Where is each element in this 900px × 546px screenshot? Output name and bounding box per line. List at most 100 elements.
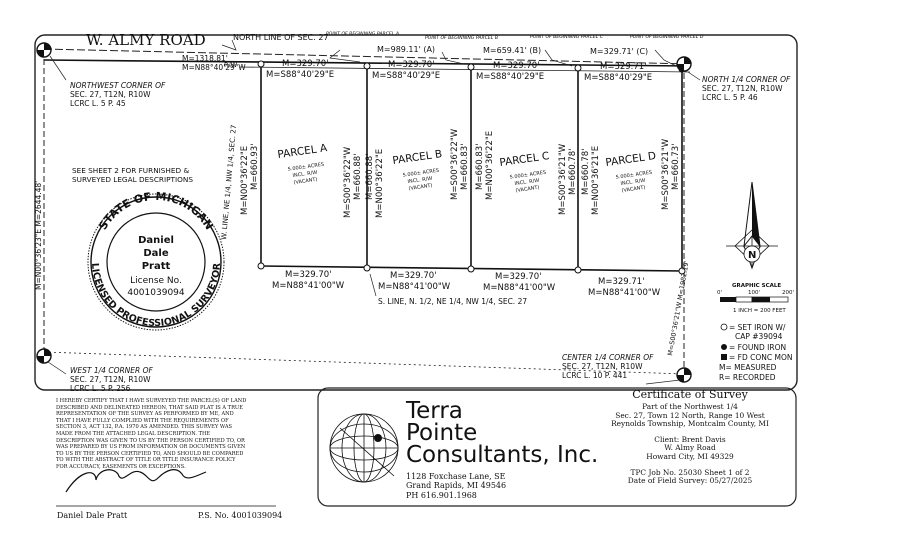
- pob-b: POINT OF BEGINNING PARCEL B: [425, 35, 498, 41]
- company-address-1: 1128 Foxchase Lane, SE: [406, 472, 506, 481]
- cos-line-3: Reynolds Township, Montcalm County, MI: [611, 419, 769, 429]
- w14-corner-label: WEST 1/4 CORNER OF SEC. 27, T12N, R10W L…: [70, 366, 154, 393]
- svg-text:LCRC L. 5 P. 256: LCRC L. 5 P. 256: [70, 384, 131, 393]
- south-edge-d-dist: M=329.71': [598, 277, 645, 287]
- north-edge-b-dist: M=329.70': [388, 60, 435, 70]
- north-line-label: NORTH LINE OF SEC. 27: [233, 33, 329, 42]
- svg-text:(VACANT): (VACANT): [621, 185, 646, 194]
- svg-text:Pratt: Pratt: [142, 261, 171, 272]
- vert-edge-1-dist: M=660.88': [353, 153, 363, 200]
- north-edge-d-dist: M=329.71': [600, 62, 647, 72]
- vert-edge-6-dist: M=660.78': [581, 148, 591, 195]
- sheet-border: [34, 34, 798, 391]
- svg-text:= FOUND IRON: = FOUND IRON: [729, 343, 786, 352]
- north-edge-c-dist: M=329.70': [493, 61, 540, 71]
- svg-text:NORTH 1/4 CORNER OF: NORTH 1/4 CORNER OF: [702, 75, 791, 84]
- pob-d: POINT OF BEGINNING PARCEL D: [630, 34, 704, 40]
- svg-text:5.000± ACRES: 5.000± ACRES: [615, 170, 652, 181]
- vert-edge-4-dist: M=660.83': [475, 143, 485, 190]
- north-edge-d-bearing: M=S88°40'29"E: [584, 73, 652, 83]
- leader-lines: [47, 39, 701, 385]
- c14-corner-label: CENTER 1/4 CORNER OF SEC. 27, T12N, R10W…: [562, 353, 654, 380]
- globe-logo-icon: [329, 413, 399, 483]
- svg-text:(VACANT): (VACANT): [293, 177, 318, 186]
- vert-edge-3-dist: M=660.83': [460, 143, 470, 190]
- company-block: Terra Pointe Consultants, Inc. 1128 Foxc…: [406, 400, 598, 500]
- cos-client-road: W. Almy Road: [664, 443, 716, 453]
- svg-text:PARCEL D: PARCEL D: [605, 150, 657, 169]
- c14-corner-monument: [676, 367, 692, 383]
- vert-edge-2-dist: M=660.88': [365, 153, 375, 200]
- svg-text:Daniel: Daniel: [138, 235, 174, 246]
- svg-text:1 INCH = 200 FEET: 1 INCH = 200 FEET: [733, 308, 786, 314]
- svg-text:5.000± ACRES: 5.000± ACRES: [402, 168, 439, 179]
- overall-distance: M=1318.81': [182, 54, 228, 63]
- svg-text:SEC. 27, T12N, R10W: SEC. 27, T12N, R10W: [70, 90, 151, 99]
- rw-label: R/W: [224, 61, 238, 69]
- center-line-measure: M=S00°36'21"W M=1982.19': [666, 260, 691, 356]
- svg-text:100': 100': [748, 290, 760, 296]
- road-line-top: [43, 48, 691, 65]
- south-edge-b-bearing: M=N88°41'00"W: [378, 282, 451, 292]
- n14-corner-monument: [676, 56, 692, 72]
- signer-name: Daniel Dale Pratt: [57, 511, 128, 520]
- pob-a: POINT OF BEGINNING PARCEL A: [326, 31, 399, 37]
- south-edge-d-bearing: M=N88°41'00"W: [588, 288, 661, 298]
- svg-text:GRAPHIC SCALE: GRAPHIC SCALE: [732, 283, 781, 289]
- nw-corner-label: NORTHWEST CORNER OF SEC. 27, T12N, R10W …: [70, 81, 166, 108]
- svg-text:LCRC L. 10 P. 441: LCRC L. 10 P. 441: [562, 371, 627, 380]
- company-name-line2: Pointe: [406, 420, 478, 446]
- vert-edge-7-dist: M=660.73': [671, 143, 681, 190]
- svg-text:= FD CONC MON: = FD CONC MON: [729, 353, 793, 362]
- north-arrow-label: N: [748, 250, 756, 261]
- see-sheet-note-2: SURVEYED LEGAL DESCRIPTIONS: [72, 175, 193, 184]
- vert-edge-4-bearing: M=N00°36'22"E: [485, 131, 495, 200]
- south-edge-b-dist: M=329.70': [390, 271, 437, 281]
- surveyor-signature: [65, 469, 207, 493]
- south-edge-c-dist: M=329.70': [495, 272, 542, 282]
- svg-text:INCL. R/W: INCL. R/W: [292, 170, 317, 179]
- company-phone: PH 616.901.1968: [406, 490, 477, 500]
- south-edge-a-dist: M=329.70': [285, 270, 332, 280]
- company-name-line1: Terra: [406, 398, 463, 424]
- nw-corner-monument: [36, 42, 52, 58]
- vert-edge-5-bearing: M=S00°36'21"W: [558, 143, 568, 215]
- parcel-c-label: PARCEL C 5.000± ACRES INCL. R/W (VACANT): [499, 150, 550, 194]
- north-edge-a-dist: M=329.70': [282, 59, 329, 69]
- cos-client-city: Howard City, MI 49329: [646, 451, 734, 461]
- graphic-scale: GRAPHIC SCALE 0' 100' 200' 1 INCH = 200 …: [717, 283, 794, 314]
- north-edge-b-bearing: M=S88°40'29"E: [372, 71, 440, 81]
- north-edge-a-bearing: M=S88°40'29"E: [266, 70, 334, 80]
- vert-edge-5-dist: M=660.78': [568, 148, 578, 195]
- svg-text:LCRC L. 5 P. 46: LCRC L. 5 P. 46: [702, 93, 758, 102]
- company-name-line3: Consultants, Inc.: [406, 442, 599, 468]
- svg-text:4001039094: 4001039094: [127, 288, 185, 298]
- n14-corner-label: NORTH 1/4 CORNER OF SEC. 27, T12N, R10W …: [702, 75, 791, 102]
- svg-text:LCRC L. 5 P. 45: LCRC L. 5 P. 45: [70, 99, 126, 108]
- cos-line-1: Part of the Northwest 1/4: [642, 402, 738, 411]
- cos-job-number: TPC Job No. 25030 Sheet 1 of 2: [630, 467, 750, 477]
- svg-text:0': 0': [717, 290, 722, 296]
- svg-text:CENTER 1/4 CORNER OF: CENTER 1/4 CORNER OF: [562, 353, 654, 362]
- svg-text:5.000± ACRES: 5.000± ACRES: [287, 162, 324, 173]
- vert-edge-1-bearing: M=S00°36'22"W: [343, 146, 353, 218]
- svg-text:NORTHWEST CORNER OF: NORTHWEST CORNER OF: [70, 81, 166, 90]
- vert-edge-0-bearing: M=N00°36'22"E: [240, 146, 250, 215]
- south-edge-c-bearing: M=N88°41'00"W: [483, 283, 556, 293]
- svg-text:SEC. 27, T12N, R10W: SEC. 27, T12N, R10W: [70, 375, 151, 384]
- cos-client: Client: Brent Davis: [654, 434, 726, 444]
- pob-c: POINT OF BEGINNING PARCEL C: [530, 34, 604, 40]
- west-line-label: W. LINE, NE 1/4, NW 1/4, SEC. 27: [220, 124, 238, 240]
- parcel-b-label: PARCEL B 5.000± ACRES INCL. R/W (VACANT): [392, 148, 443, 192]
- svg-text:R= RECORDED: R= RECORDED: [719, 373, 776, 382]
- measure-c: M=329.71' (C): [590, 47, 648, 56]
- svg-text:200': 200': [782, 290, 794, 296]
- svg-text:Dale: Dale: [143, 248, 168, 259]
- svg-text:INCL. R/W: INCL. R/W: [407, 176, 432, 185]
- rw-line: [239, 66, 691, 73]
- parcel-a-label: PARCEL A 5.000± ACRES INCL. R/W (VACANT): [277, 142, 329, 186]
- vert-edge-3-bearing: M=S00°36'22"W: [450, 128, 460, 200]
- svg-text:M= MEASURED: M= MEASURED: [719, 363, 777, 372]
- svg-text:WEST 1/4 CORNER OF: WEST 1/4 CORNER OF: [70, 366, 154, 375]
